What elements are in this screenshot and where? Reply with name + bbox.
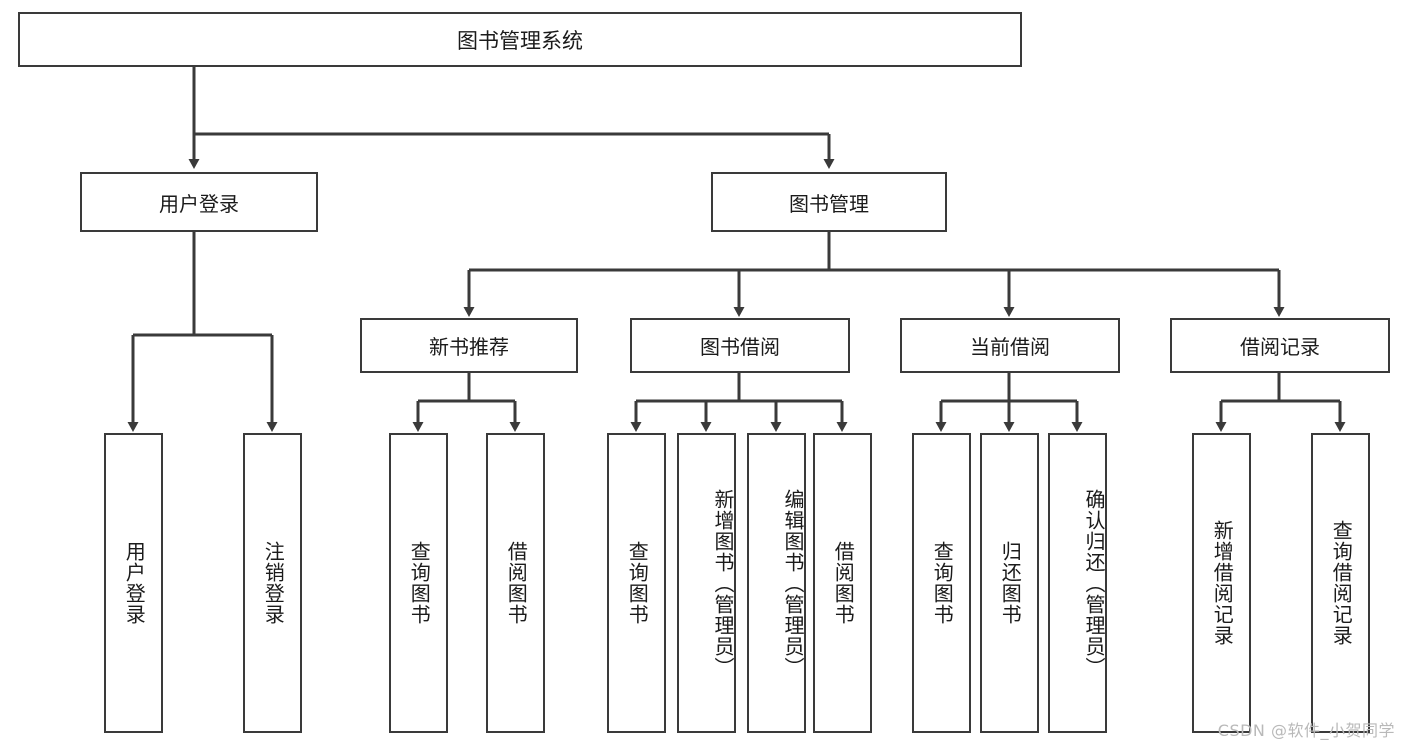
leaf-query-book-recommend[interactable]: 查询图书 [389, 433, 448, 733]
node-label: 编辑图书（管理员） [781, 488, 805, 678]
node-label: 归还图书 [998, 541, 1023, 625]
node-label: 图书借阅 [700, 335, 780, 359]
node-borrow-record[interactable]: 借阅记录 [1170, 318, 1390, 373]
node-current-borrow[interactable]: 当前借阅 [900, 318, 1120, 373]
node-label: 借阅图书 [504, 541, 529, 625]
node-label: 当前借阅 [970, 335, 1050, 359]
leaf-query-book-current[interactable]: 查询图书 [912, 433, 971, 733]
node-user-login[interactable]: 用户登录 [80, 172, 318, 232]
leaf-confirm-return-admin[interactable]: 确认归还（管理员） [1048, 433, 1107, 733]
node-label: 查询图书 [625, 541, 650, 625]
node-label: 查询借阅记录 [1329, 520, 1354, 646]
leaf-add-book-admin[interactable]: 新增图书（管理员） [677, 433, 736, 733]
node-label: 新增借阅记录 [1210, 520, 1235, 646]
leaf-return-book[interactable]: 归还图书 [980, 433, 1039, 733]
node-new-book-recommend[interactable]: 新书推荐 [360, 318, 578, 373]
node-label: 新书推荐 [429, 335, 509, 359]
node-book-borrow[interactable]: 图书借阅 [630, 318, 850, 373]
leaf-borrow-book-recommend[interactable]: 借阅图书 [486, 433, 545, 733]
node-label: 用户登录 [159, 191, 239, 216]
node-label: 确认归还（管理员） [1082, 488, 1106, 678]
leaf-borrow-book[interactable]: 借阅图书 [813, 433, 872, 733]
node-label: 新增图书（管理员） [711, 488, 735, 678]
leaf-query-borrow-record[interactable]: 查询借阅记录 [1311, 433, 1370, 733]
node-root-system[interactable]: 图书管理系统 [18, 12, 1022, 67]
leaf-user-login[interactable]: 用户登录 [104, 433, 163, 733]
node-label: 查询图书 [930, 541, 955, 625]
node-book-management[interactable]: 图书管理 [711, 172, 947, 232]
node-label: 查询图书 [407, 541, 432, 625]
leaf-edit-book-admin[interactable]: 编辑图书（管理员） [747, 433, 806, 733]
node-label: 借阅图书 [831, 541, 856, 625]
node-label: 用户登录 [122, 541, 147, 625]
leaf-add-borrow-record[interactable]: 新增借阅记录 [1192, 433, 1251, 733]
node-label: 借阅记录 [1240, 335, 1320, 359]
node-label: 图书管理 [789, 191, 869, 216]
leaf-user-logout[interactable]: 注销登录 [243, 433, 302, 733]
leaf-query-book-borrow[interactable]: 查询图书 [607, 433, 666, 733]
watermark-text: CSDN @软件_小贺同学 [1217, 721, 1395, 740]
node-label: 图书管理系统 [457, 28, 583, 53]
node-label: 注销登录 [261, 541, 286, 625]
